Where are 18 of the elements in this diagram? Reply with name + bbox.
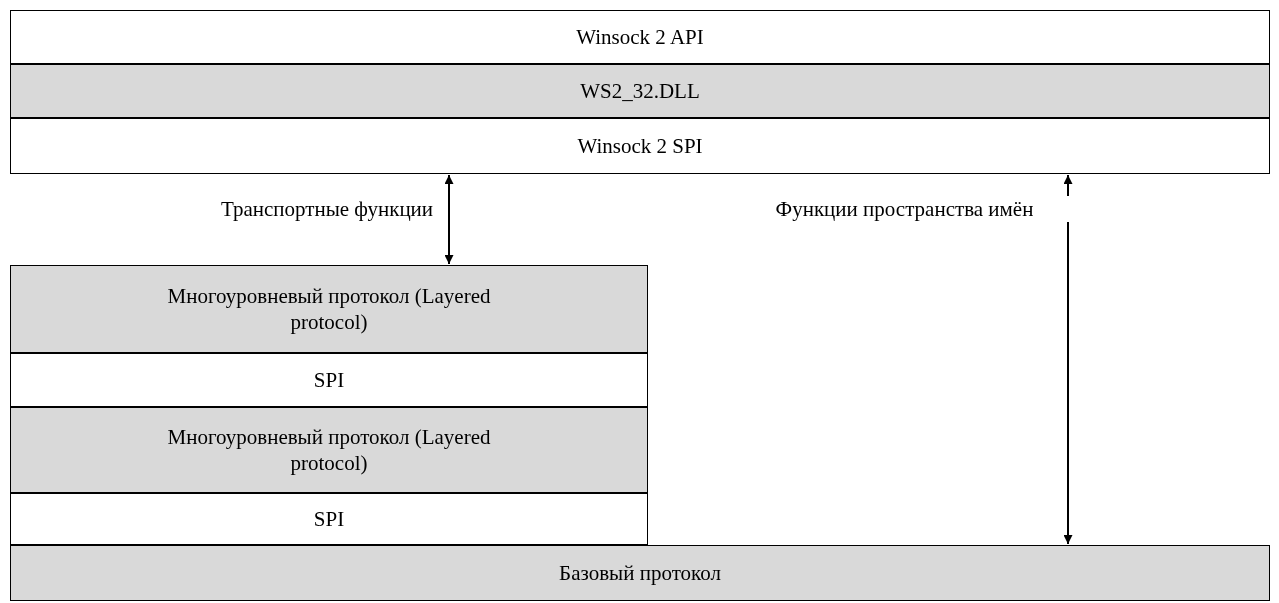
double-arrow [444, 174, 454, 265]
layer-label: Winsock 2 SPI [577, 133, 703, 159]
layer-label: WS2_32.DLL [580, 78, 700, 104]
layer-box [10, 545, 1270, 601]
layer-box [10, 407, 648, 493]
layer-box [10, 10, 1270, 64]
layer-label: Многоуровневый протокол (Layered protocol) [166, 424, 492, 476]
layer-label: Базовый протокол [559, 560, 721, 586]
layer-box [10, 493, 648, 545]
layer-box [10, 118, 1270, 174]
double-arrow [1063, 174, 1073, 545]
layer-box [10, 64, 1270, 118]
layer-label: SPI [313, 367, 345, 393]
layer-box [10, 353, 648, 407]
layer-box [10, 265, 648, 353]
layer-label: Многоуровневый протокол (Layered protocol) [166, 283, 492, 335]
layer-label: SPI [313, 506, 345, 532]
layer-label: Winsock 2 API [576, 24, 704, 50]
